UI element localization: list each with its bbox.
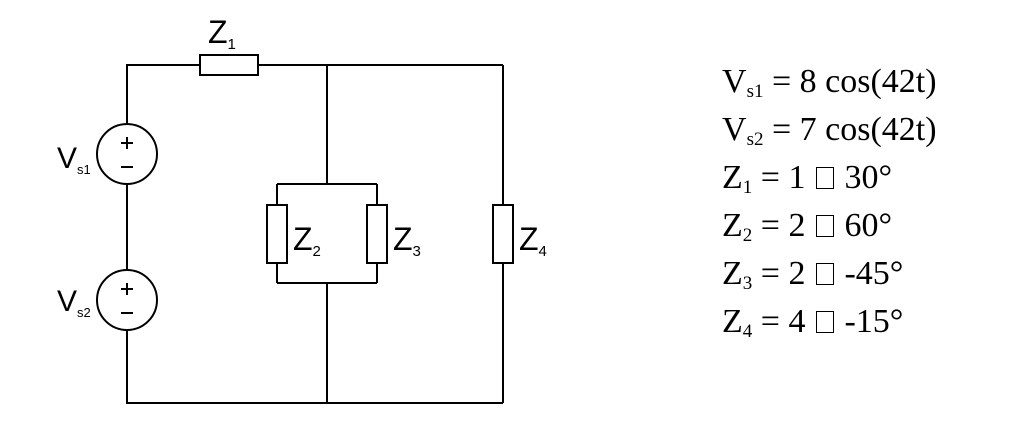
label-vs2: Vs2: [57, 285, 91, 320]
param-z3: Z3 = 2 -45°: [722, 255, 904, 294]
impedance-z3: [366, 204, 388, 264]
angle-symbol-box: [815, 167, 834, 189]
voltage-source-vs2: [96, 269, 158, 331]
param-z4: Z4 = 4 -15°: [722, 303, 904, 342]
label-z3: Z3: [393, 221, 421, 260]
wires: [126, 64, 504, 404]
vs1-circle: [96, 123, 158, 185]
impedance-z2: [266, 204, 288, 264]
impedance-z4: [492, 204, 514, 264]
param-z2: Z2 = 2 60°: [722, 207, 893, 246]
voltage-source-vs1: [96, 123, 158, 185]
param-vs1: Vs1 = 8 cos(42t): [722, 63, 937, 102]
parameter-list: Vs1 = 8 cos(42t) Vs2 = 7 cos(42t) Z1 = 1…: [722, 58, 937, 346]
angle-symbol-box: [815, 263, 834, 285]
label-z4: Z4: [519, 221, 547, 260]
vs2-circle: [96, 269, 158, 331]
label-vs1: Vs1: [57, 142, 91, 177]
param-z1: Z1 = 1 30°: [722, 159, 893, 198]
angle-symbol-box: [815, 215, 834, 237]
param-vs2: Vs2 = 7 cos(42t): [722, 111, 937, 150]
impedance-z1: [199, 54, 259, 76]
label-z1: Z1: [208, 14, 236, 53]
label-z2: Z2: [293, 221, 321, 260]
wire-top-left: [126, 64, 200, 123]
wire-bottom: [126, 331, 503, 404]
angle-symbol-box: [815, 311, 834, 333]
